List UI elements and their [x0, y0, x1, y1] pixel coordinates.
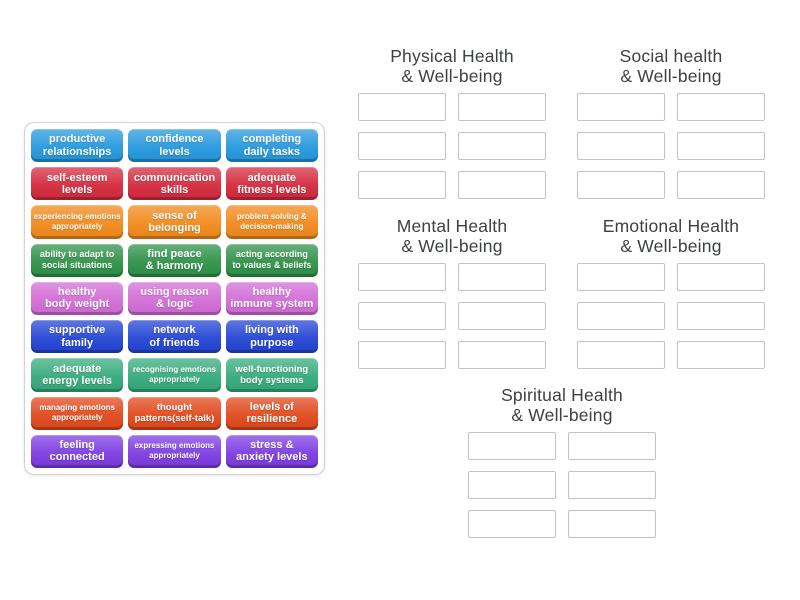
drop-slot[interactable] — [458, 171, 546, 199]
word-tile[interactable]: adequate fitness levels — [225, 167, 318, 201]
word-tile[interactable]: communication skills — [128, 167, 221, 201]
drop-slot[interactable] — [458, 341, 546, 369]
drop-slot[interactable] — [458, 302, 546, 330]
group-emotional-health: Emotional Health & Well-being — [571, 216, 771, 369]
slot-grid — [352, 263, 552, 369]
word-tile[interactable]: healthy body weight — [31, 281, 124, 316]
drop-slot[interactable] — [677, 302, 765, 330]
drop-slot[interactable] — [468, 471, 556, 499]
slot-grid — [462, 432, 662, 538]
word-tile[interactable]: recognising emotions appropriately — [128, 358, 221, 392]
drop-slot[interactable] — [358, 171, 446, 199]
word-tile[interactable]: healthy immune system — [225, 281, 318, 316]
drop-slot[interactable] — [568, 432, 656, 460]
drop-slot[interactable] — [577, 93, 665, 121]
drop-slot[interactable] — [677, 93, 765, 121]
drop-slot[interactable] — [358, 93, 446, 121]
group-physical-health: Physical Health & Well-being — [352, 46, 552, 199]
drop-slot[interactable] — [458, 93, 546, 121]
drop-slot[interactable] — [577, 132, 665, 160]
slot-grid — [571, 93, 771, 199]
drop-slot[interactable] — [677, 132, 765, 160]
group-title: Spiritual Health & Well-being — [501, 385, 623, 425]
word-tile[interactable]: well-functioning body systems — [225, 358, 318, 392]
word-tile[interactable]: self-esteem levels — [31, 167, 124, 201]
word-tile[interactable]: adequate energy levels — [31, 358, 124, 392]
drop-slot[interactable] — [677, 263, 765, 291]
drop-slot[interactable] — [358, 132, 446, 160]
drop-slot[interactable] — [577, 263, 665, 291]
group-title: Mental Health & Well-being — [396, 216, 508, 256]
word-tile[interactable]: productive relationships — [31, 129, 124, 163]
group-title: Physical Health & Well-being — [390, 46, 514, 86]
drop-slot[interactable] — [358, 263, 446, 291]
word-tile[interactable]: using reason & logic — [128, 281, 221, 316]
word-tile[interactable]: living with purpose — [225, 320, 318, 354]
drop-slot[interactable] — [358, 341, 446, 369]
group-mental-health: Mental Health & Well-being — [352, 216, 552, 369]
word-tile[interactable]: ability to adapt to social situations — [31, 243, 124, 277]
word-tile[interactable]: completing daily tasks — [225, 129, 318, 163]
word-tile[interactable]: confidence levels — [128, 129, 221, 163]
drop-slot[interactable] — [677, 171, 765, 199]
slot-grid — [571, 263, 771, 369]
word-tile[interactable]: expressing emotions appropriately — [128, 434, 221, 468]
drop-slot[interactable] — [468, 432, 556, 460]
drop-slot[interactable] — [577, 341, 665, 369]
word-tile[interactable]: sense of belonging — [128, 205, 221, 239]
drop-slot[interactable] — [577, 302, 665, 330]
word-tile[interactable]: find peace & harmony — [128, 243, 221, 277]
word-tile[interactable]: stress & anxiety levels — [225, 434, 318, 468]
group-title: Social health & Well-being — [619, 46, 723, 86]
drop-slot[interactable] — [568, 471, 656, 499]
word-tile[interactable]: problem solving & decision-making — [225, 205, 318, 239]
word-tile[interactable]: feeling connected — [31, 434, 124, 468]
word-tile[interactable]: supportive family — [31, 320, 124, 354]
drop-slot[interactable] — [458, 263, 546, 291]
drop-slot[interactable] — [677, 341, 765, 369]
word-tile[interactable]: acting according to values & beliefs — [225, 243, 318, 277]
word-tile[interactable]: thought patterns(self-talk) — [128, 396, 221, 430]
drop-slot[interactable] — [577, 171, 665, 199]
drop-slot[interactable] — [568, 510, 656, 538]
drop-slot[interactable] — [458, 132, 546, 160]
word-tile[interactable]: experiencing emotions appropriately — [31, 205, 124, 239]
slot-grid — [352, 93, 552, 199]
word-tile[interactable]: network of friends — [128, 320, 221, 354]
group-title: Emotional Health & Well-being — [602, 216, 740, 256]
drop-slot[interactable] — [358, 302, 446, 330]
word-tile[interactable]: managing emotions appropriately — [31, 396, 124, 430]
group-social-health: Social health & Well-being — [571, 46, 771, 199]
word-tile[interactable]: levels of resilience — [225, 396, 318, 430]
drop-slot[interactable] — [468, 510, 556, 538]
group-spiritual-health: Spiritual Health & Well-being — [462, 385, 662, 538]
